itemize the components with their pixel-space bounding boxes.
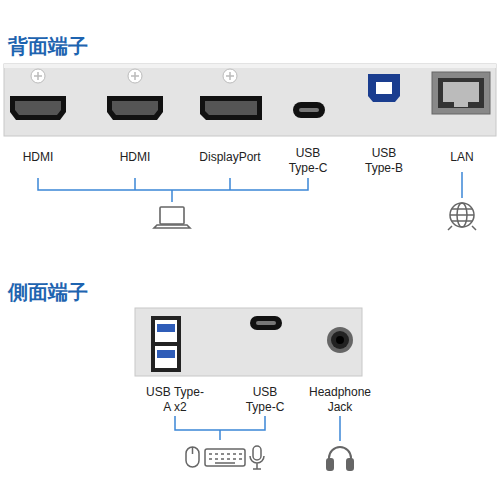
displayport-port (205, 101, 257, 115)
hdmi-port (10, 96, 66, 120)
mouse-icon (192, 447, 194, 454)
usb-b-port (376, 82, 392, 94)
keyboard-icon (209, 454, 242, 463)
network-icon (448, 226, 476, 230)
network-icon (450, 209, 474, 221)
lan-port (432, 72, 490, 114)
headphone-icon (327, 459, 333, 470)
screw-cross (34, 72, 234, 80)
back-panel (4, 64, 496, 136)
hdmi-port (112, 101, 158, 115)
usb-a-port (157, 324, 175, 332)
bracket-line (38, 178, 308, 202)
network-icon (450, 203, 474, 227)
mouse-icon (186, 447, 199, 467)
hdmi-port (107, 96, 163, 120)
usb-c-port (293, 102, 325, 118)
headphone-jack (336, 336, 344, 344)
keyboard-icon (205, 449, 245, 466)
usb-c-port (293, 102, 325, 118)
lan-port (454, 102, 468, 107)
laptop-icon (160, 207, 184, 224)
bracket-line (339, 416, 341, 441)
port-label: Headphone Jack (306, 385, 374, 415)
headphone-jack (327, 327, 353, 353)
port-label: LAN (437, 150, 487, 165)
usb-b-port (368, 74, 400, 102)
port-label: USB Type-C (240, 385, 290, 415)
usb-c-port (299, 108, 319, 112)
side-panel (135, 308, 362, 376)
lan-port (443, 82, 479, 102)
bracket-line (461, 172, 463, 198)
usb-c-port (250, 316, 282, 330)
usb-a-port (151, 316, 181, 372)
usb-a-port (151, 316, 181, 372)
lan-port (438, 78, 484, 108)
microphone-icon (253, 446, 261, 460)
port-label: USB Type-B (359, 146, 409, 176)
hdmi-port (10, 96, 163, 120)
microphone-icon (250, 446, 264, 469)
lan-port (432, 72, 490, 114)
headphone-jack (327, 327, 353, 353)
section-heading: 背面端子 (8, 34, 88, 58)
screw (31, 69, 237, 83)
displayport-port (200, 96, 262, 120)
headphone-icon (327, 447, 353, 470)
section-heading: 側面端子 (8, 280, 88, 304)
displayport-port (200, 96, 262, 120)
laptop-icon (154, 207, 190, 228)
usb-c-port (250, 316, 282, 330)
screw-cross (34, 72, 234, 80)
back-panel (4, 64, 496, 68)
microphone-icon (250, 456, 264, 469)
bracket-line (175, 416, 265, 440)
back-panel (4, 64, 496, 136)
port-label: USB Type-A x2 (145, 385, 205, 415)
hdmi-port (15, 101, 61, 115)
side-panel (135, 308, 362, 376)
laptop-icon (154, 225, 190, 228)
headphone-jack (331, 331, 349, 349)
port-label: USB Type-C (283, 146, 333, 176)
port-label: DisplayPort (185, 150, 275, 165)
port-label: HDMI (8, 150, 68, 165)
keyboard-icon (205, 449, 245, 466)
bracket-line (38, 172, 462, 441)
usb-a-port (157, 350, 175, 358)
usb-c-port (256, 321, 276, 325)
headphone-icon (347, 459, 353, 470)
usb-a-port (155, 346, 177, 368)
network-icon (448, 203, 476, 230)
usb-a-port (155, 320, 177, 342)
port-label: HDMI (105, 150, 165, 165)
mouse-icon (186, 447, 199, 467)
usb-b-port (368, 74, 400, 102)
